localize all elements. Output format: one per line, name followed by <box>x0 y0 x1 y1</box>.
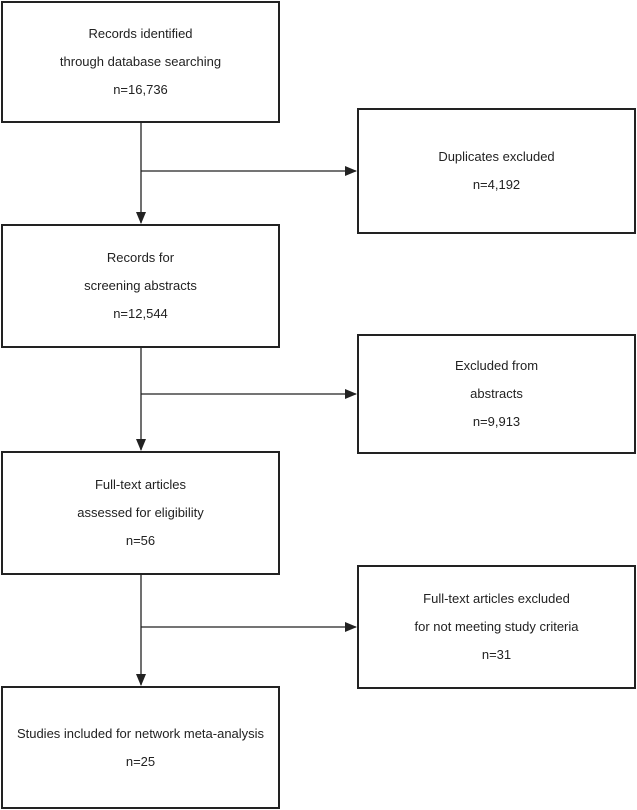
full-text-assessed-box: Full-text articles assessed for eligibil… <box>1 451 280 575</box>
box-text-line: for not meeting study criteria <box>414 619 579 634</box>
duplicates-excluded-box: Duplicates excluded n=4,192 <box>357 108 636 234</box>
box-count: n=16,736 <box>113 82 168 97</box>
box-text-line: Excluded from <box>454 358 539 373</box>
box-text-line: screening abstracts <box>84 278 197 293</box>
box-text-line: abstracts <box>470 386 523 401</box>
box-text-line: Records for <box>106 250 175 265</box>
box-text-line: Full-text articles <box>94 477 187 492</box>
box-count: n=4,192 <box>472 177 521 192</box>
studies-included-box: Studies included for network meta-analys… <box>1 686 280 809</box>
box-text-line: Records identified <box>88 26 193 41</box>
abstracts-excluded-box: Excluded from abstracts n=9,913 <box>357 334 636 454</box>
box-count: n=31 <box>481 647 512 662</box>
records-identified-box: Records identified through database sear… <box>1 1 280 123</box>
box-text-line: Full-text articles excluded <box>423 591 570 606</box>
box-count: n=25 <box>125 753 156 769</box>
box-count: n=56 <box>125 533 156 548</box>
box-text-line: Studies included for network meta-analys… <box>16 725 265 741</box>
full-text-excluded-box: Full-text articles excluded for not meet… <box>357 565 636 689</box>
box-text-line: Duplicates excluded <box>438 149 555 164</box>
records-screening-box: Records for screening abstracts n=12,544 <box>1 224 280 348</box>
box-count: n=9,913 <box>472 414 521 429</box>
box-count: n=12,544 <box>113 306 168 321</box>
box-text-line: through database searching <box>59 54 222 69</box>
box-text-line: assessed for eligibility <box>77 505 204 520</box>
